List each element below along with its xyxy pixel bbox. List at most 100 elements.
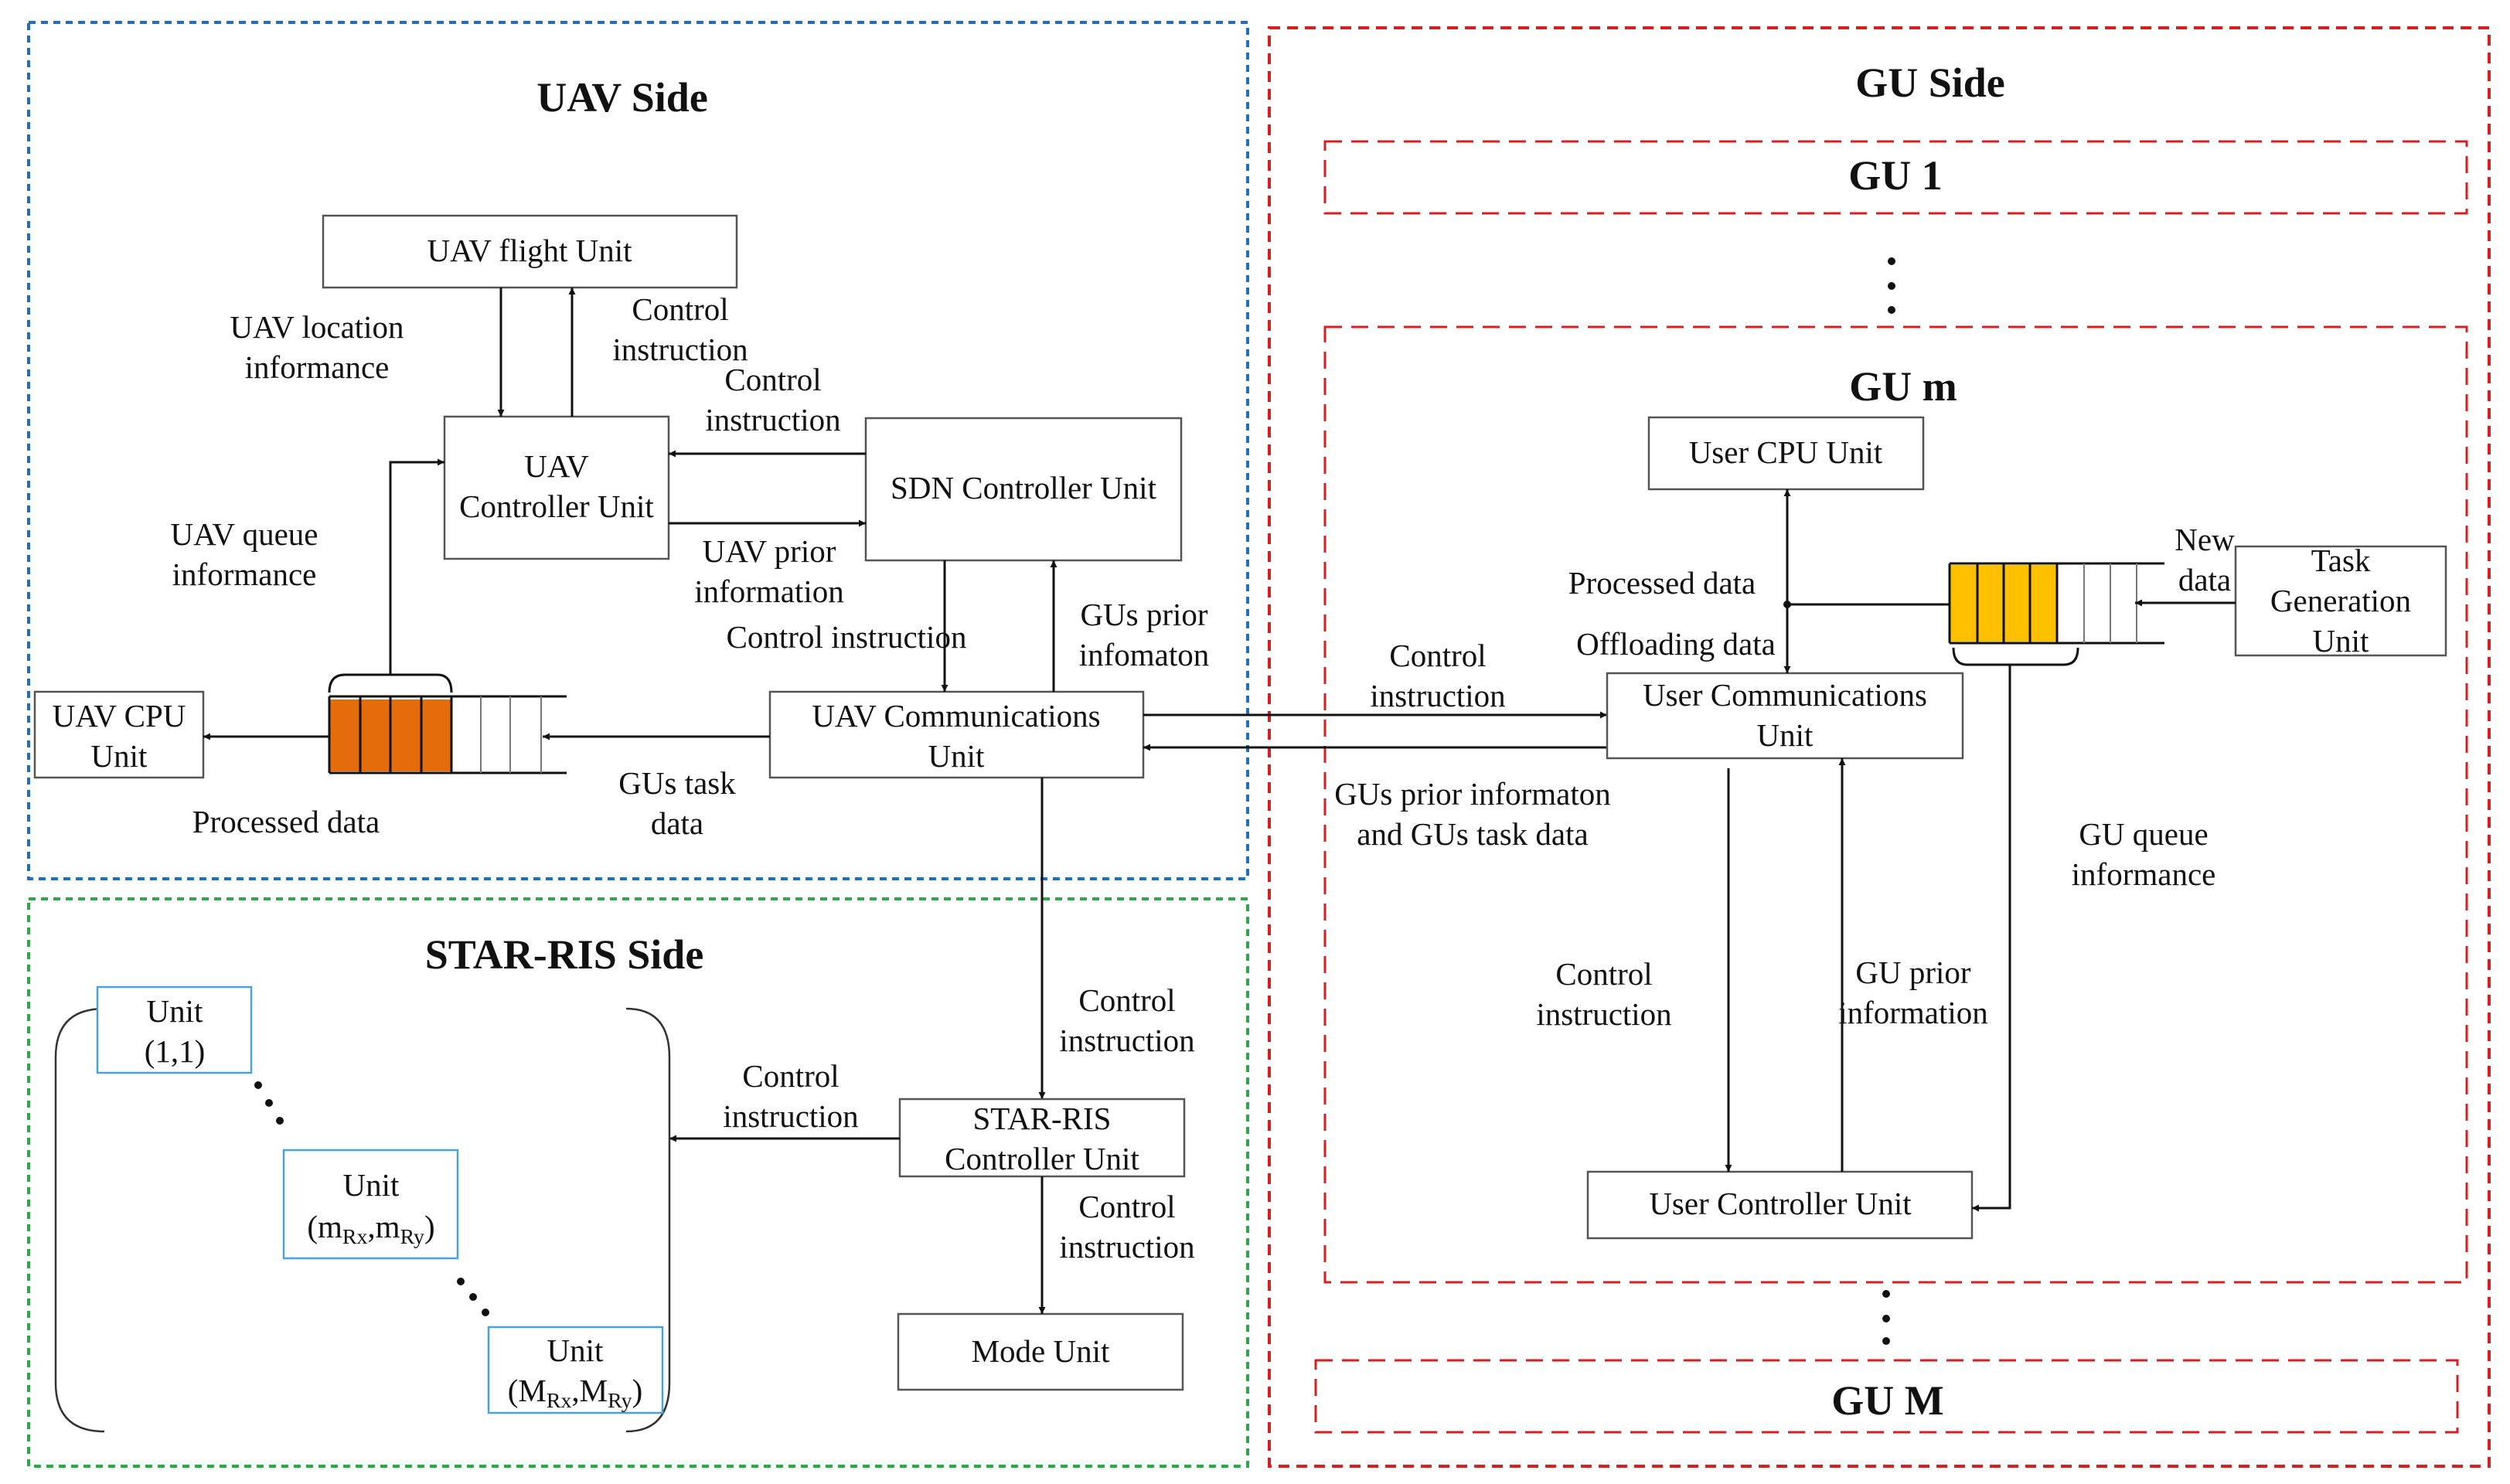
svg-text:informance: informance (245, 349, 390, 385)
label-control-instruction-mode: Control instruction (1059, 1189, 1194, 1264)
svg-text:UAV: UAV (524, 448, 589, 484)
label-control-instruction-star-up: Control instruction (1059, 982, 1194, 1058)
star-ris-unit-M: Unit (MRx,MRy) (487, 1326, 664, 1414)
gu-ellipsis-lower (1882, 1290, 1890, 1345)
svg-text:GUs prior informaton: GUs prior informaton (1334, 776, 1611, 812)
uav-side-title: UAV Side (536, 74, 708, 121)
svg-text:Unit: Unit (1757, 717, 1814, 753)
svg-text:instruction: instruction (723, 1098, 858, 1134)
label-processed-data-uav: Processed data (192, 804, 380, 839)
star-ris-unit-1-1: Unit (1,1) (96, 985, 253, 1074)
svg-text:Control: Control (1078, 982, 1175, 1018)
star-ris-side-panel (27, 897, 1249, 1468)
label-uav-prior: UAV prior information (694, 533, 844, 609)
svg-text:User Communications: User Communications (1643, 677, 1927, 713)
svg-text:GUs task: GUs task (618, 765, 736, 801)
label-gus-prior-task: GUs prior informaton and GUs task data (1334, 776, 1611, 852)
svg-text:information: information (1838, 995, 1988, 1030)
svg-text:(MRx,MRy): (MRx,MRy) (508, 1373, 642, 1413)
svg-text:UAV location: UAV location (230, 309, 404, 345)
svg-text:Control: Control (1078, 1189, 1175, 1224)
guM-title: GU M (1831, 1377, 1943, 1424)
gu-ellipsis-upper (1888, 257, 1895, 314)
label-new-data: New data (2175, 522, 2235, 597)
svg-text:UAV prior: UAV prior (703, 533, 836, 569)
label-uav-location: UAV location informance (230, 309, 404, 385)
svg-text:instruction: instruction (1059, 1023, 1194, 1058)
arrow-queue-info-to-user-controller (1972, 665, 2011, 1212)
svg-text:informance: informance (172, 556, 317, 592)
label-control-instruction-flight: Control instruction (612, 291, 748, 367)
svg-text:SDN Controller Unit: SDN Controller Unit (891, 470, 1157, 505)
svg-text:Controller Unit: Controller Unit (459, 488, 654, 524)
gu1-title: GU 1 (1848, 152, 1943, 199)
mode-unit: Mode Unit (897, 1312, 1184, 1391)
svg-text:New: New (2175, 522, 2235, 557)
star-ris-unit-m: Unit (mRx,mRy) (282, 1149, 459, 1260)
svg-text:Control: Control (724, 362, 821, 397)
label-control-instruction-star-left: Control instruction (723, 1058, 858, 1134)
uav-queue (328, 695, 567, 774)
svg-text:Control: Control (632, 291, 728, 327)
star-ris-controller-unit: STAR-RIS Controller Unit (898, 1098, 1186, 1178)
svg-text:instruction: instruction (1059, 1229, 1194, 1264)
svg-text:Unit: Unit (928, 738, 986, 774)
svg-text:Mode Unit: Mode Unit (972, 1333, 1110, 1369)
label-uav-queue: UAV queue informance (171, 516, 318, 592)
svg-text:GUs prior: GUs prior (1080, 597, 1207, 632)
arrow-queue-to-controller (389, 458, 444, 675)
svg-text:information: information (694, 574, 844, 609)
svg-text:and GUs task data: and GUs task data (1357, 816, 1588, 852)
uav-cpu-unit: UAV CPU Unit (33, 690, 205, 779)
label-gu-queue: GU queue informance (2072, 816, 2216, 892)
star-ris-array-bracket-right (625, 1007, 671, 1433)
svg-text:User Controller Unit: User Controller Unit (1649, 1186, 1912, 1221)
svg-text:GU queue: GU queue (2079, 816, 2208, 852)
label-control-instruction-user: Control instruction (1536, 956, 1671, 1032)
label-gus-prior-up: GUs prior infomaton (1079, 597, 1210, 672)
label-control-instruction-sdn: Control instruction (705, 362, 840, 437)
label-control-instruction-sdn-down: Control instruction (727, 619, 967, 655)
gum-title: GU m (1849, 363, 1957, 410)
star-ris-ellipsis-1 (254, 1081, 284, 1125)
svg-text:data: data (651, 805, 703, 841)
gu-side-title: GU Side (1855, 60, 2005, 106)
uav-side-panel (27, 21, 1249, 880)
label-offloading-data: Offloading data (1576, 626, 1776, 662)
label-processed-data-gu: Processed data (1568, 565, 1756, 601)
uav-flight-unit: UAV flight Unit (322, 214, 738, 289)
svg-text:UAV queue: UAV queue (171, 516, 318, 552)
user-cpu-unit: User CPU Unit (1647, 416, 1925, 491)
svg-text:Control: Control (1555, 956, 1652, 992)
svg-text:Control: Control (742, 1058, 839, 1094)
label-control-instruction-gu: Control instruction (1370, 638, 1505, 713)
svg-text:Task: Task (2311, 543, 2371, 578)
svg-text:(mRx,mRy): (mRx,mRy) (307, 1209, 434, 1249)
svg-text:informance: informance (2072, 856, 2216, 892)
svg-text:User CPU Unit: User CPU Unit (1689, 434, 1883, 470)
svg-text:UAV CPU: UAV CPU (53, 698, 186, 733)
svg-text:instruction: instruction (705, 402, 840, 437)
uav-communications-unit: UAV Communications Unit (768, 690, 1145, 779)
task-generation-unit: Task Generation Unit (2234, 543, 2447, 659)
user-communications-unit: User Communications Unit (1606, 672, 1964, 760)
svg-text:data: data (2178, 562, 2231, 597)
svg-text:UAV flight Unit: UAV flight Unit (427, 233, 632, 268)
svg-text:Unit: Unit (343, 1167, 400, 1203)
label-gu-prior: GU prior information (1838, 955, 1988, 1030)
svg-text:instruction: instruction (1370, 678, 1505, 713)
star-ris-array-bracket (54, 1007, 105, 1433)
gum-group (1323, 325, 2468, 1284)
svg-text:infomaton: infomaton (1079, 637, 1210, 672)
gu-queue-brace (1952, 647, 2079, 666)
svg-text:Unit: Unit (2313, 623, 2370, 659)
svg-text:GU prior: GU prior (1855, 955, 1971, 990)
star-ris-side-title: STAR-RIS Side (425, 931, 704, 978)
svg-text:Controller Unit: Controller Unit (945, 1141, 1139, 1176)
sdn-controller-unit: SDN Controller Unit (864, 417, 1183, 562)
svg-text:Unit: Unit (147, 993, 204, 1029)
star-ris-ellipsis-2 (457, 1278, 489, 1316)
svg-text:Unit: Unit (547, 1333, 605, 1368)
svg-text:instruction: instruction (1536, 996, 1671, 1032)
